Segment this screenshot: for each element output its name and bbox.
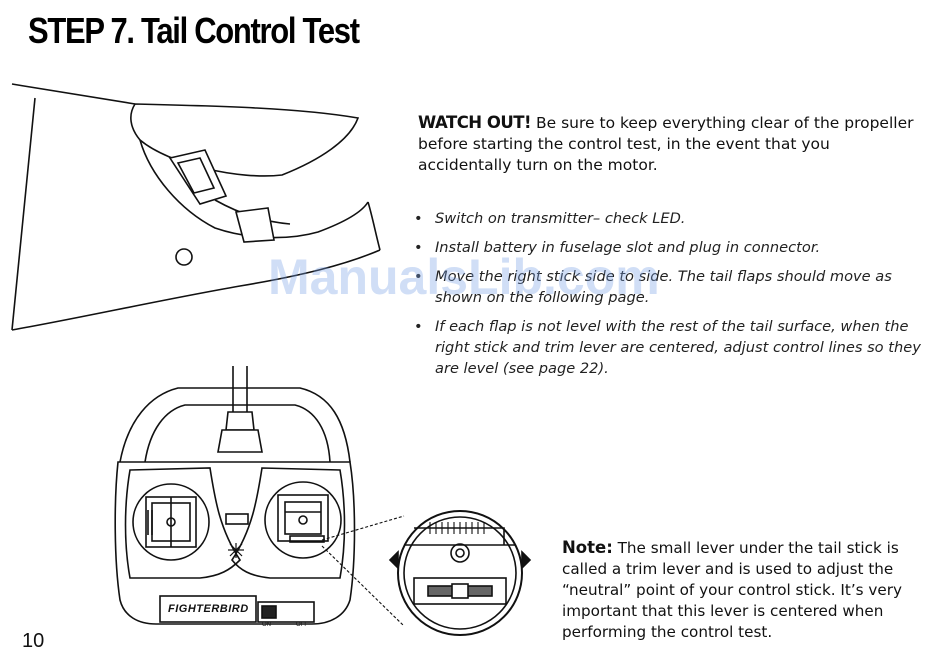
instruction-list: •Switch on transmitter– check LED. •Inst… xyxy=(414,208,934,387)
bullet-icon: • xyxy=(414,239,423,256)
note-lead: Note: xyxy=(562,538,613,557)
transmitter-brand-label: FIGHTERBIRD xyxy=(168,603,249,615)
warning-lead: WATCH OUT! xyxy=(418,113,532,132)
list-item: •If each flap is not level with the rest… xyxy=(414,318,921,377)
warning-paragraph: WATCH OUT! Be sure to keep everything cl… xyxy=(418,112,928,176)
note-text: The small lever under the tail stick is … xyxy=(562,539,902,641)
bullet-icon: • xyxy=(414,210,423,227)
switch-off-label: OFF xyxy=(296,622,308,628)
switch-on-label: ON xyxy=(262,622,271,628)
transmitter-illustration xyxy=(114,366,532,636)
list-item: •Install battery in fuselage slot and pl… xyxy=(414,239,821,256)
note-paragraph: Note: The small lever under the tail sti… xyxy=(562,537,942,643)
page-title: STEP 7. Tail Control Test xyxy=(28,10,360,51)
list-item: •Switch on transmitter– check LED. xyxy=(414,210,686,227)
bullet-icon: • xyxy=(414,268,423,285)
bullet-icon: • xyxy=(414,318,423,335)
fuselage-illustration xyxy=(11,83,381,331)
list-item: •Move the right stick side to side. The … xyxy=(414,268,892,306)
warning-text: Be sure to keep everything clear of the … xyxy=(418,114,914,174)
page-number: 10 xyxy=(22,630,45,652)
